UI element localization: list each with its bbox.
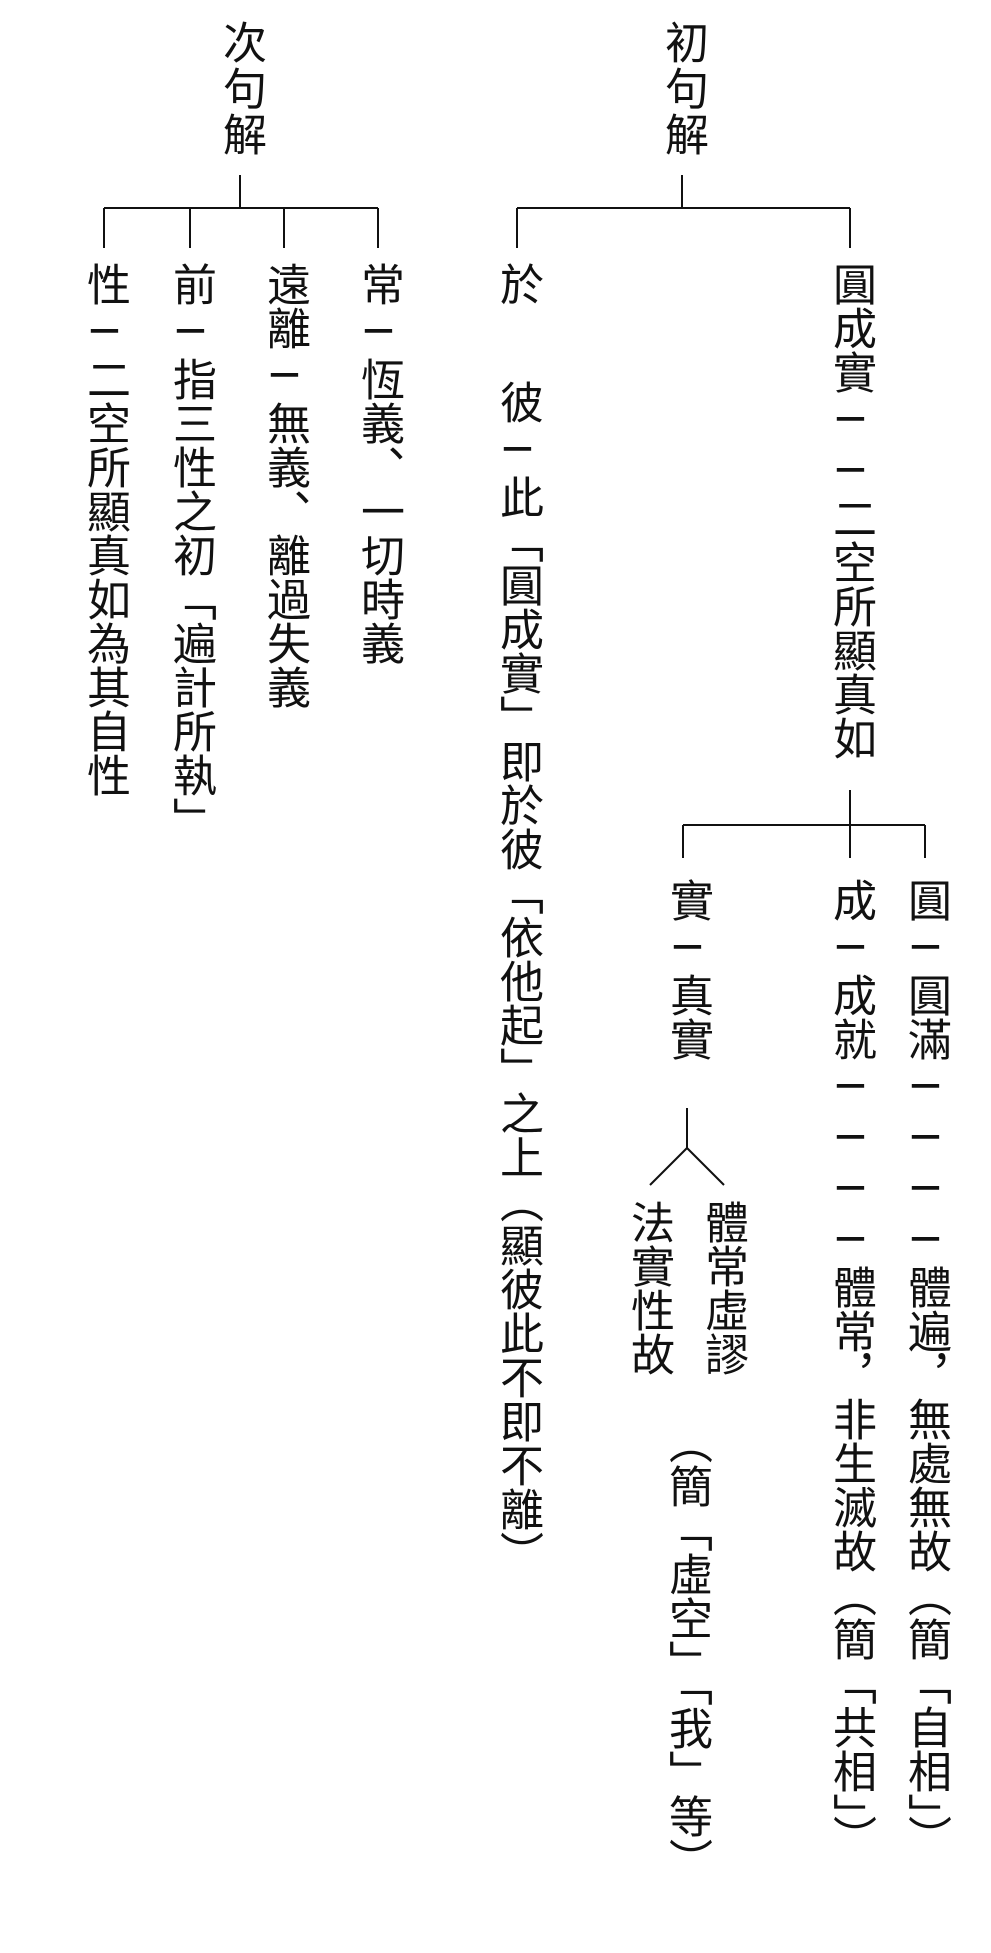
node-bi: 彼─此「圓成實」即於彼「依他起」之上（顯彼此不即不離） [492,380,543,1575]
node-yuan: 圓─圓滿────體遍，無處無故（簡「自相」） [900,878,951,1859]
node-cheng: 成─成就────體常，非生滅故（簡「共相」） [825,878,876,1859]
node-xing: 性─二空所顯真如為其自性 [79,262,130,797]
heading-second-sentence: 次句解 [215,20,266,158]
node-shi: 實─真實 [662,878,713,1061]
node-shi-note: （簡「虛空」「我」等） [661,1420,712,1882]
node-yuan-cheng-shi: 圓成實──二空所顯真如 [825,262,876,760]
node-qian: 前─指三性之初「遍計所執」 [165,262,216,841]
node-yuan-li: 遠離─無義、離過失義 [259,262,310,709]
heading-first-sentence: 初句解 [657,20,708,158]
node-yu: 於 [492,262,543,306]
node-shi-sub-1: 體常虛謬 [697,1200,748,1376]
node-chang: 常─恆義、一切時義 [353,262,404,665]
connector [686,1147,725,1186]
node-shi-sub-2: 法實性故 [623,1200,674,1376]
connector [649,1147,688,1186]
